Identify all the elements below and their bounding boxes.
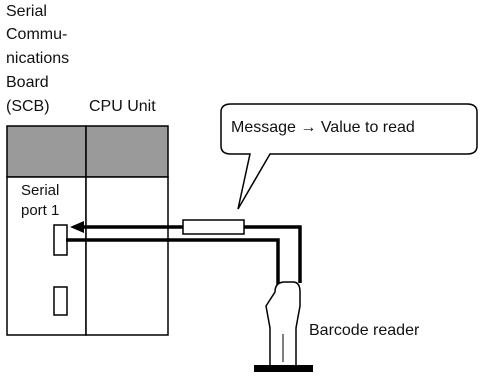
serial-port-1 [53,224,68,256]
barcode-reader-label: Barcode reader [309,322,420,339]
cpu-panel-body [85,176,169,336]
scb-panel-top [6,125,87,178]
message-packet [182,219,245,235]
cable-lower [66,238,280,290]
scb-label-line-3: nications [6,50,70,67]
scb-label-line-5: (SCB) [6,98,50,115]
serial-port-label-line-1: Serial [21,182,60,199]
serial-port-label-line-2: port 1 [21,202,60,219]
barcode-reader-base [254,365,313,372]
callout-text: Message → Value to read [231,119,415,136]
barcode-reader-icon [265,281,301,367]
scb-label-line-2: Commu- [6,26,68,43]
cable-upper [82,225,302,283]
scb-label-line-4: Board [6,74,49,91]
cpu-panel-top [85,125,169,178]
scb-label-line-1: Serial [6,3,47,20]
arrow-head [70,221,84,233]
serial-port-2 [53,286,68,316]
scb-panel-body [6,176,87,336]
cpu-unit-label: CPU Unit [89,98,156,115]
callout-bubble [220,103,478,210]
